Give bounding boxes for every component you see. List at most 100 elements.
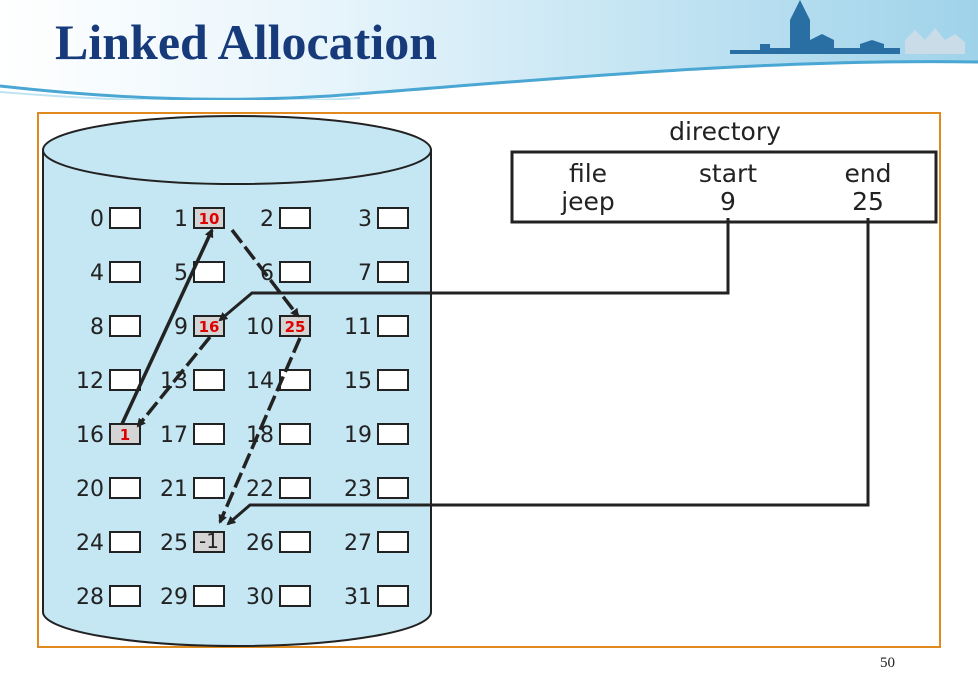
block-number: 2	[260, 207, 274, 232]
block-number: 0	[90, 207, 104, 232]
block-pointer-value: 16	[199, 318, 220, 336]
directory-file-name: jeep	[560, 187, 615, 216]
slide-title: Linked Allocation	[55, 14, 438, 70]
block-number: 7	[358, 261, 372, 286]
free-block-box	[193, 261, 225, 283]
block-22: 22	[246, 477, 311, 502]
block-number: 19	[344, 423, 372, 448]
block-26: 26	[246, 531, 311, 556]
block-pointer-value: -1	[199, 529, 219, 553]
free-block-box	[109, 261, 141, 283]
used-block-box	[193, 531, 225, 553]
block-number: 3	[358, 207, 372, 232]
block-0: 0	[90, 207, 141, 232]
block-29: 29	[160, 585, 225, 610]
block-13: 13	[160, 369, 225, 394]
block-4: 4	[90, 261, 141, 286]
block-number: 8	[90, 315, 104, 340]
block-number: 5	[174, 261, 188, 286]
block-19: 19	[344, 423, 409, 448]
block-number: 29	[160, 585, 188, 610]
block-3: 3	[358, 207, 409, 232]
used-block-box	[193, 315, 225, 337]
page-number: 50	[880, 655, 895, 671]
block-number: 14	[246, 369, 274, 394]
block-17: 17	[160, 423, 225, 448]
free-block-box	[279, 585, 311, 607]
free-block-box	[109, 477, 141, 499]
free-block-box	[109, 315, 141, 337]
free-block-box	[279, 207, 311, 229]
directory-table: directory file start end jeep 9 25	[510, 117, 938, 224]
block-number: 4	[90, 261, 104, 286]
block-number: 15	[344, 369, 372, 394]
block-9: 9 16	[174, 315, 225, 340]
free-block-box	[377, 261, 409, 283]
free-block-box	[377, 423, 409, 445]
block-pointer-value: 1	[120, 426, 130, 444]
block-number: 11	[344, 315, 372, 340]
block-number: 10	[246, 315, 274, 340]
block-25: 25 -1	[160, 529, 225, 556]
block-number: 22	[246, 477, 274, 502]
block-number: 20	[76, 477, 104, 502]
town-skyline-icon	[730, 0, 900, 54]
free-block-box	[279, 477, 311, 499]
header-banner	[0, 0, 978, 100]
directory-header-start: start	[699, 159, 757, 188]
block-8: 8	[90, 315, 141, 340]
block-number: 17	[160, 423, 188, 448]
block-30: 30	[246, 585, 311, 610]
link-arrow-16-to-1	[120, 228, 214, 425]
directory-header-file: file	[569, 159, 607, 188]
block-number: 25	[160, 531, 188, 556]
free-block-box	[377, 315, 409, 337]
block-number: 16	[76, 423, 104, 448]
block-number: 12	[76, 369, 104, 394]
directory-header-end: end	[844, 159, 891, 188]
block-pointer-value: 25	[285, 318, 306, 336]
free-block-box	[377, 531, 409, 553]
directory-end-value: 25	[852, 187, 884, 216]
directory-start-value: 9	[720, 187, 736, 216]
block-number: 27	[344, 531, 372, 556]
block-number: 31	[344, 585, 372, 610]
free-block-box	[377, 477, 409, 499]
block-number: 9	[174, 315, 188, 340]
free-block-box	[279, 423, 311, 445]
block-10: 10 25	[246, 315, 311, 340]
used-block-box	[109, 423, 141, 445]
block-20: 20	[76, 477, 141, 502]
block-24: 24	[76, 531, 141, 556]
free-block-box	[377, 369, 409, 391]
block-15: 15	[344, 369, 409, 394]
free-block-box	[279, 369, 311, 391]
block-7: 7	[358, 261, 409, 286]
free-block-box	[109, 585, 141, 607]
end-pointer-arrow	[226, 218, 870, 526]
free-block-box	[109, 207, 141, 229]
block-16: 16 1	[76, 423, 141, 448]
block-number: 24	[76, 531, 104, 556]
link-arrow-9-to-16	[136, 335, 212, 428]
block-31: 31	[344, 585, 409, 610]
block-21: 21	[160, 477, 225, 502]
block-27: 27	[344, 531, 409, 556]
block-11: 11	[344, 315, 409, 340]
start-pointer-arrow	[218, 218, 730, 322]
link-arrow-1-to-10	[230, 228, 300, 318]
block-number: 30	[246, 585, 274, 610]
free-block-box	[279, 261, 311, 283]
free-block-box	[377, 207, 409, 229]
directory-title: directory	[669, 117, 781, 146]
block-2: 2	[260, 207, 311, 232]
block-number: 26	[246, 531, 274, 556]
block-number: 21	[160, 477, 188, 502]
block-23: 23	[344, 477, 409, 502]
block-pointer-value: 10	[199, 210, 220, 228]
used-block-box	[193, 207, 225, 229]
free-block-box	[279, 531, 311, 553]
